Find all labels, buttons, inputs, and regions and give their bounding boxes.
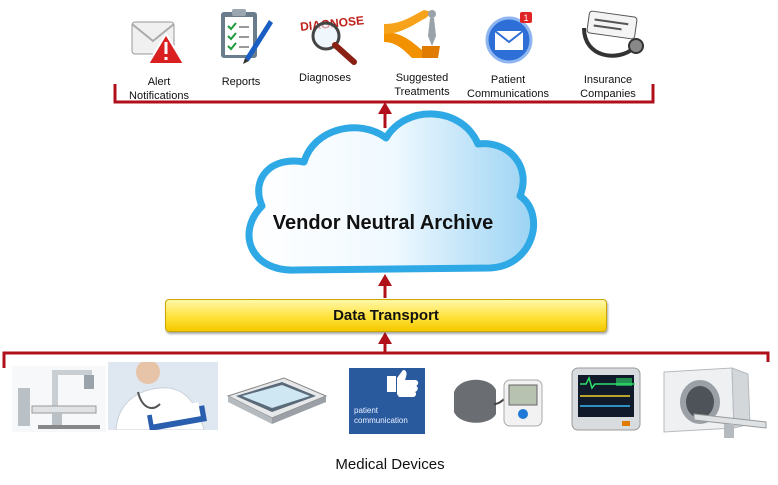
magnifier-diagnose-icon: DIAGNOSE <box>298 8 365 68</box>
mri-scanner-icon <box>654 362 772 444</box>
tablet-monitor-icon <box>222 366 334 428</box>
stethoscope-tag-icon <box>578 8 648 68</box>
service-label-insurance-companies: Insurance Companies <box>580 74 636 100</box>
service-label-suggested-treatments: Suggested Treatments <box>394 72 450 98</box>
alert-envelope-icon <box>128 8 188 68</box>
cloud-shape <box>245 110 538 274</box>
figure-arrows-icon <box>382 2 452 62</box>
top-bracket <box>113 84 655 104</box>
service-label-diagnoses: Diagnoses <box>299 72 351 84</box>
xray-machine-icon <box>12 366 106 432</box>
service-label-alert-notifications: Alert Notifications <box>129 76 189 102</box>
bottom-bracket <box>2 351 770 368</box>
svg-text:1: 1 <box>523 13 528 23</box>
devices-label: Medical Devices <box>335 456 445 473</box>
archive-title: Vendor Neutral Archive <box>272 212 494 234</box>
doctor-writing-icon <box>108 362 218 430</box>
blood-pressure-monitor-icon <box>450 370 550 430</box>
email-badge-icon: 1 <box>482 10 542 70</box>
arrow-transport-to-cloud <box>378 274 392 298</box>
arrow-cloud-to-services <box>378 102 392 128</box>
clipboard-checklist-icon <box>215 6 275 66</box>
device-caption: patient communication <box>354 406 408 425</box>
data-transport-label: Data Transport <box>333 307 439 324</box>
service-label-patient-communications: Patient Communications <box>467 74 549 100</box>
patient-communication-like-icon: patient communication <box>349 368 425 434</box>
data-transport-bar: Data Transport <box>165 299 607 332</box>
service-label-reports: Reports <box>221 76 261 88</box>
patient-monitor-icon <box>566 366 646 432</box>
arrow-devices-to-transport <box>378 332 392 352</box>
